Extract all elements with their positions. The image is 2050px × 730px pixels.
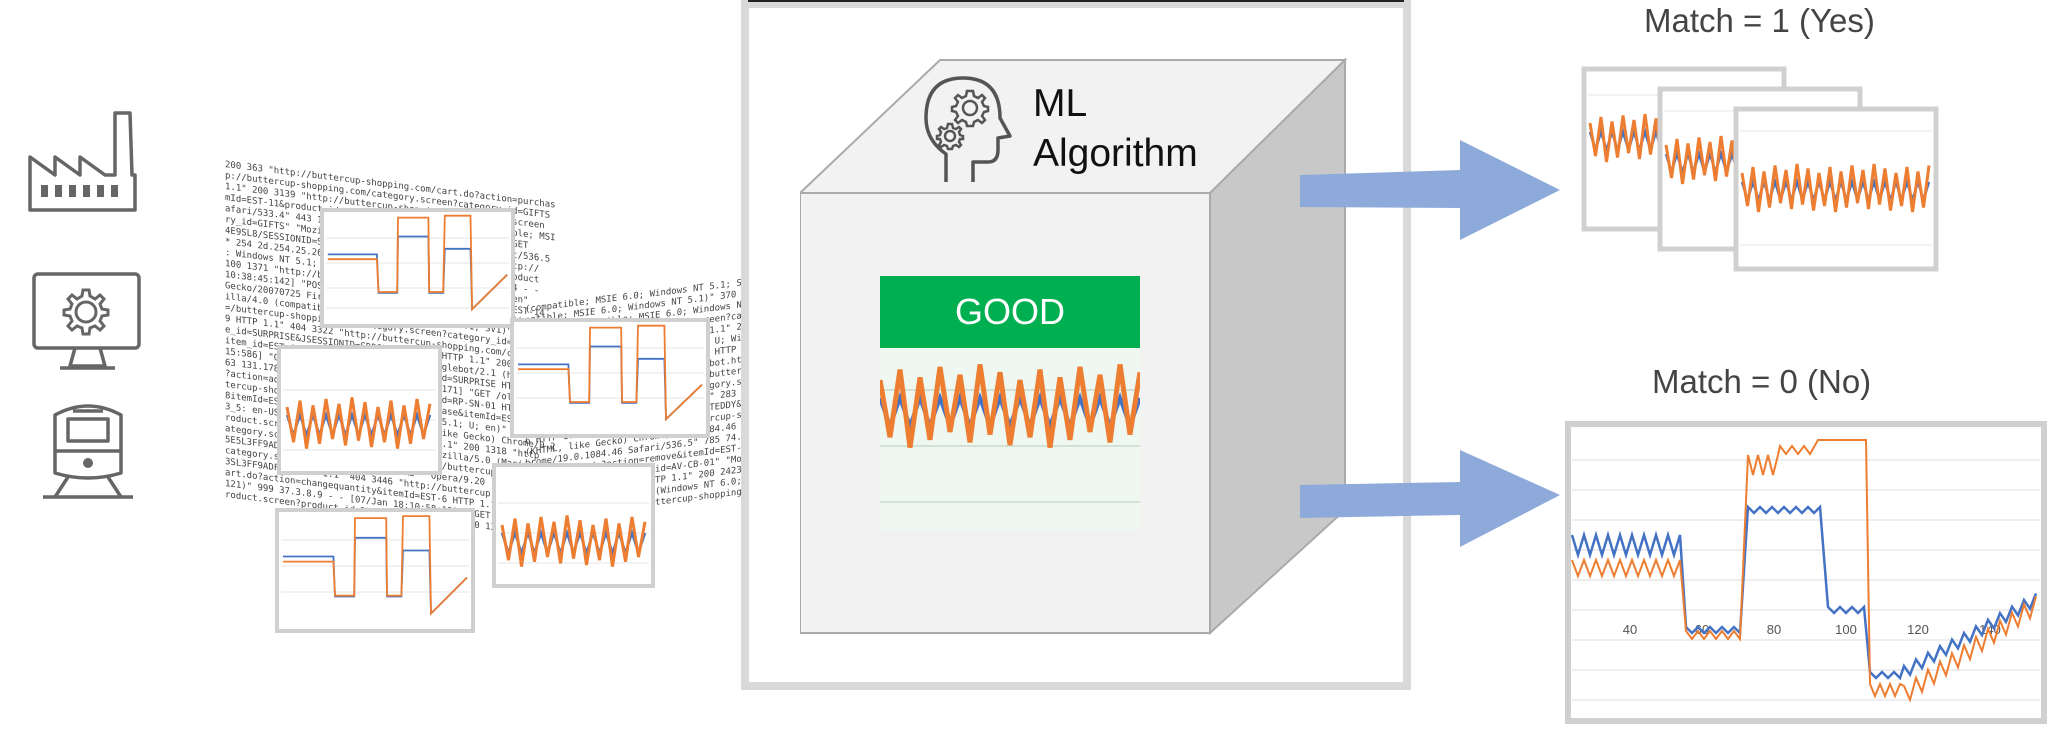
thumb-step-chart-1 [320, 208, 515, 328]
result-panel: GOOD [880, 276, 1140, 530]
result-label: GOOD [954, 291, 1065, 332]
sources-column [25, 95, 145, 655]
thumb-series-orange [283, 515, 468, 616]
arrow-shape [1300, 140, 1560, 240]
thumb-step-chart-2 [510, 318, 710, 438]
result-wave-chart [880, 364, 1140, 503]
thumb-series-orange [500, 515, 647, 567]
no-series-orange [1571, 439, 2037, 703]
x-tick-label: 120 [1907, 622, 1929, 637]
arrow-to-yes [1300, 140, 1560, 240]
thumb-series-orange [518, 324, 703, 422]
thumb-wave-chart-1 [277, 345, 442, 475]
result-series-blue [880, 392, 1140, 432]
result-series-orange [880, 364, 1140, 448]
factory-icon [28, 111, 137, 212]
train-icon [43, 404, 133, 499]
head-gears-icon [924, 76, 1012, 182]
no-series-blue [1570, 504, 2038, 681]
match-yes-label: Match = 1 (Yes) [1644, 2, 1875, 39]
thumb-step-chart-3 [275, 508, 475, 633]
ml-title-line1: ML [1033, 82, 1088, 125]
x-tick-label: 100 [1835, 622, 1857, 637]
x-tick-label: 80 [1767, 622, 1781, 637]
ml-box-top-line [748, 0, 1404, 2]
monitor-gear-icon [32, 272, 141, 370]
x-tick-label: 40 [1623, 622, 1637, 637]
thumb-series-orange [327, 214, 508, 312]
arrow-to-no [1300, 450, 1560, 547]
thumb-wave-chart-2 [492, 463, 655, 588]
thumb-series-orange [285, 397, 432, 449]
card3-series-orange [1740, 163, 1931, 213]
arrow-shape [1300, 450, 1560, 547]
stack-card-3 [1733, 106, 1939, 272]
match-yes-stack [1581, 66, 1939, 272]
result-badge: GOOD [880, 276, 1140, 348]
ml-title-line2: Algorithm [1033, 132, 1198, 175]
match-no-label: Match = 0 (No) [1652, 363, 1872, 400]
